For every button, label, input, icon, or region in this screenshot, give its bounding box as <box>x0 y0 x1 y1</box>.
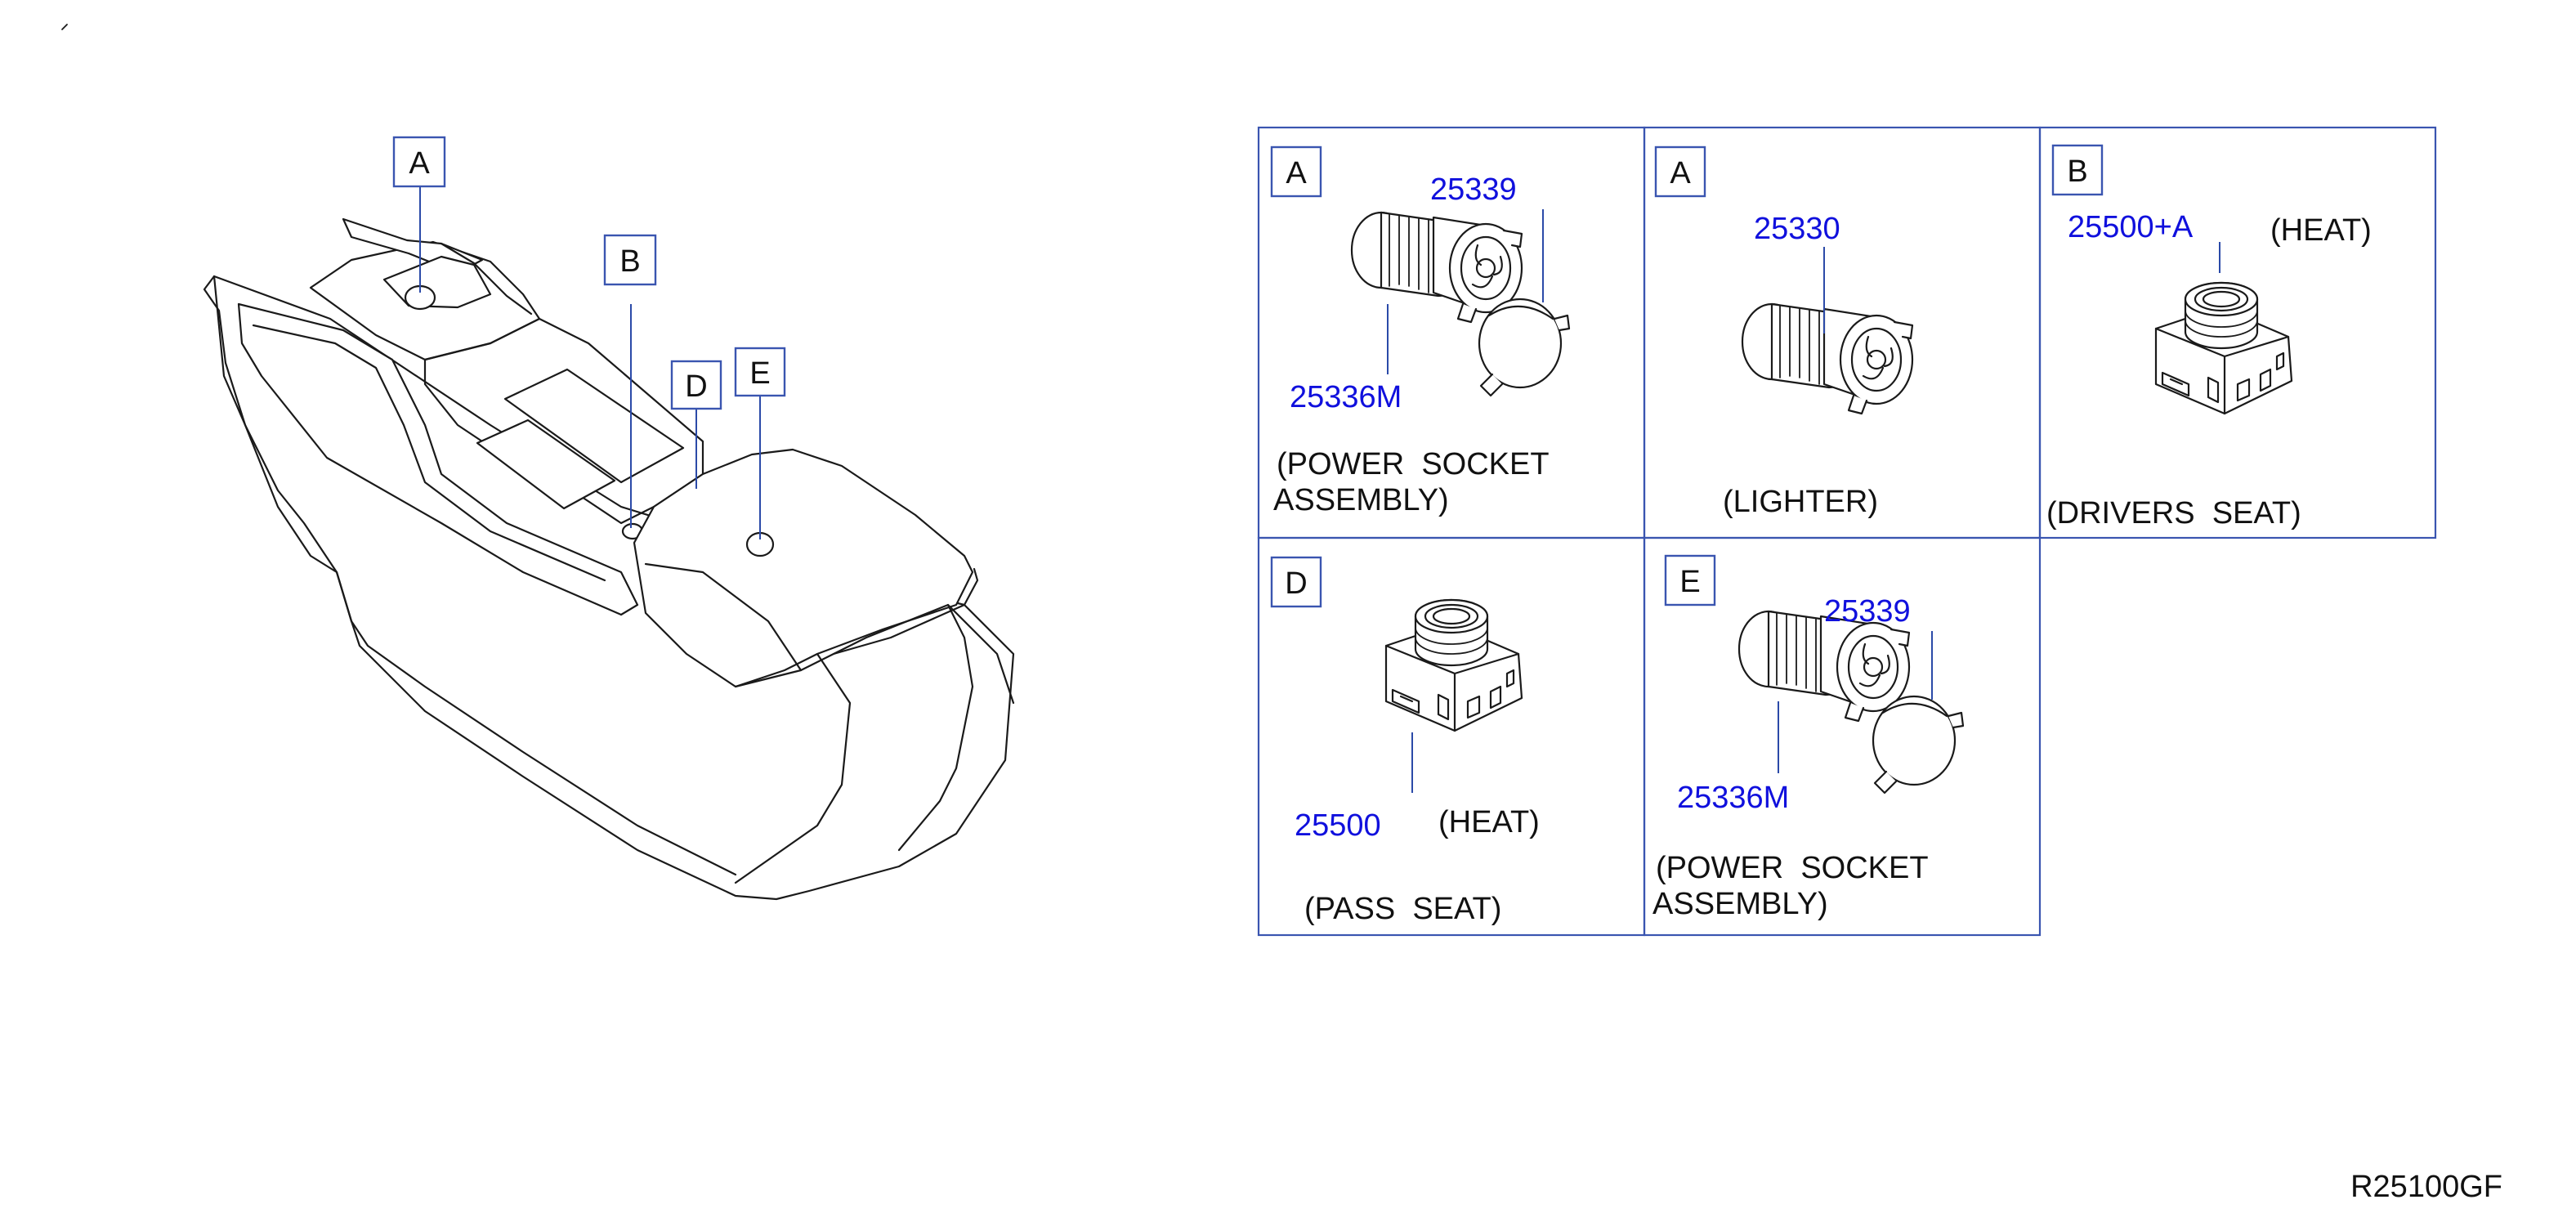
part-description: ASSEMBLY) <box>1652 887 1828 921</box>
cell-d-pass-seat-heat-switch: D 25500 (HEAT) (PASS SEAT) <box>1270 556 1540 926</box>
part-number: 25339 <box>1824 594 1911 629</box>
part-note: (HEAT) <box>1438 805 1540 839</box>
console-callout-b: B <box>619 244 640 279</box>
cell-letter: E <box>1679 565 1700 599</box>
part-description: (DRIVERS SEAT) <box>2046 496 2301 530</box>
detail-grid <box>1257 126 2437 937</box>
console-callouts: A B D E <box>392 136 786 410</box>
figure-code: R25100GF <box>2350 1170 2502 1204</box>
cell-letter: A <box>1670 156 1691 190</box>
part-number: 25339 <box>1430 172 1517 207</box>
part-number: 25500 <box>1295 808 1381 843</box>
console-callout-leaders <box>419 186 761 539</box>
part-number: 25336M <box>1677 781 1789 815</box>
cell-b-drivers-seat-heat-switch: B 25500+A (HEAT) (DRIVERS SEAT) <box>2046 144 2372 530</box>
part-description: (POWER SOCKET <box>1277 447 1550 481</box>
part-description: (PASS SEAT) <box>1304 892 1501 926</box>
part-number: 25500+A <box>2068 210 2194 244</box>
stray-mark <box>61 24 68 30</box>
console-callout-d: D <box>685 369 707 404</box>
cell-letter: D <box>1285 566 1307 601</box>
part-number: 25330 <box>1754 212 1840 246</box>
cell-e-power-socket: E 25339 25336M (POWER SOCKET ASSEMBLY) <box>1652 554 1965 921</box>
part-description: (POWER SOCKET <box>1656 851 1929 885</box>
part-note: (HEAT) <box>2270 213 2372 248</box>
console-callout-a: A <box>409 146 430 181</box>
part-description: (LIGHTER) <box>1723 485 1878 519</box>
cell-a-lighter: A 25330 (LIGHTER) <box>1654 145 1914 519</box>
part-description: ASSEMBLY) <box>1273 483 1449 517</box>
center-console-illustration <box>203 217 1015 901</box>
cell-a-power-socket: A 25339 25336M (POWER SOCKET ASSEMBLY) <box>1270 145 1571 517</box>
console-callout-e: E <box>749 356 770 391</box>
cell-letter: B <box>2067 154 2087 189</box>
part-number: 25336M <box>1290 380 1402 414</box>
cell-letter: A <box>1286 156 1307 190</box>
